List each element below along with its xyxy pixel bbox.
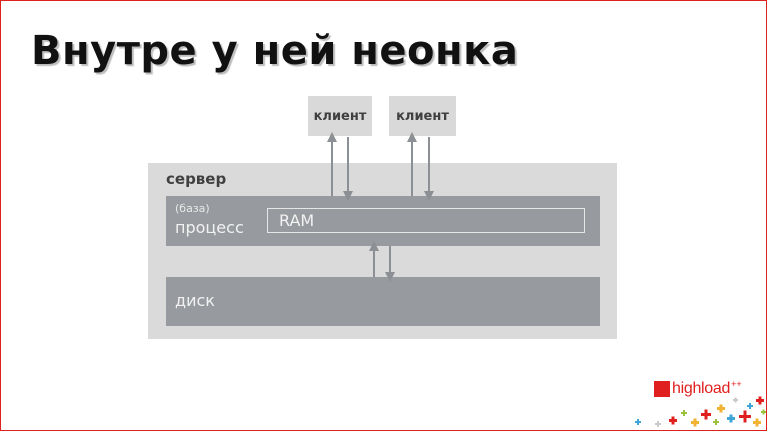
client-label: клиент (313, 108, 367, 124)
logo-superscript: ++ (731, 379, 742, 389)
ram-label: RAM (279, 211, 315, 230)
client-box-1: клиент (308, 96, 372, 136)
process-label: процесс (175, 218, 244, 237)
logo-text: highload (672, 380, 731, 397)
server-label: сервер (166, 170, 227, 188)
highload-logo: highload ++ (654, 379, 742, 399)
client-box-2: клиент (389, 96, 456, 136)
ram-box: RAM (267, 208, 585, 233)
disk-label: диск (175, 291, 215, 310)
logo-mark-icon (654, 381, 670, 397)
process-sublabel: (база) (175, 202, 210, 215)
disk-box: диск (166, 277, 600, 326)
process-box: (база) процесс RAM (166, 196, 600, 246)
slide-title: Внутре у ней неонка (31, 28, 519, 74)
client-label: клиент (396, 108, 449, 124)
